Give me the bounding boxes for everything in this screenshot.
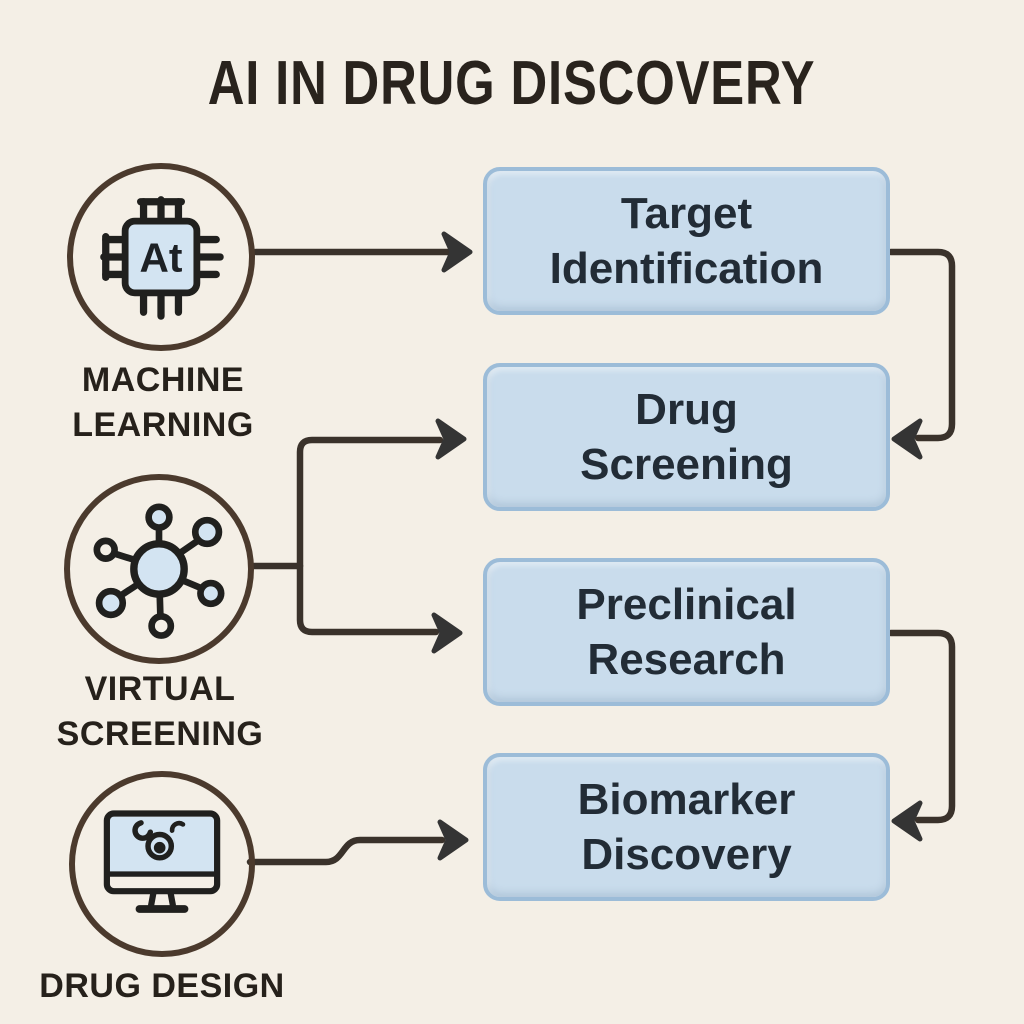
page-title-text: AI IN DRUG DISCOVERY <box>208 49 816 118</box>
machine-learning-label: MACHINE LEARNING <box>72 361 254 444</box>
arrow-preclinical-to-biomarker <box>887 629 956 842</box>
box-line: Discovery <box>581 830 792 879</box>
drug-screening-box: Drug Screening <box>483 363 890 511</box>
page-title: AI IN DRUG DISCOVERY <box>0 48 1024 119</box>
arrow-ml-to-target <box>252 231 473 273</box>
virtual-screening-label: VIRTUAL SCREENING <box>56 670 264 753</box>
target-identification-box: Target Identification <box>483 167 890 315</box>
biomarker-discovery-box: Biomarker Discovery <box>483 753 890 901</box>
box-line: Identification <box>549 244 824 293</box>
machine-learning-circle: At <box>67 163 255 351</box>
box-line: Drug <box>635 385 738 434</box>
box-line: Research <box>587 635 786 684</box>
box-line: Screening <box>580 440 793 489</box>
preclinical-research-box: Preclinical Research <box>483 558 890 706</box>
arrow-target-to-screening <box>887 248 956 460</box>
drug-design-label: DRUG DESIGN <box>39 967 285 1005</box>
arrow-vs-to-preclinical <box>296 562 463 654</box>
box-line: Preclinical <box>576 580 797 629</box>
molecule-network-icon <box>93 503 225 639</box>
ai-chip-icon: At <box>100 196 224 320</box>
virtual-screening-circle <box>64 474 254 664</box>
arrow-dd-to-biomarker <box>246 819 469 866</box>
chip-label: At <box>140 235 183 281</box>
drug-design-circle <box>69 771 255 957</box>
monitor-molecule-icon <box>103 810 221 913</box>
box-line: Biomarker <box>577 775 796 824</box>
box-line: Target <box>620 189 753 238</box>
